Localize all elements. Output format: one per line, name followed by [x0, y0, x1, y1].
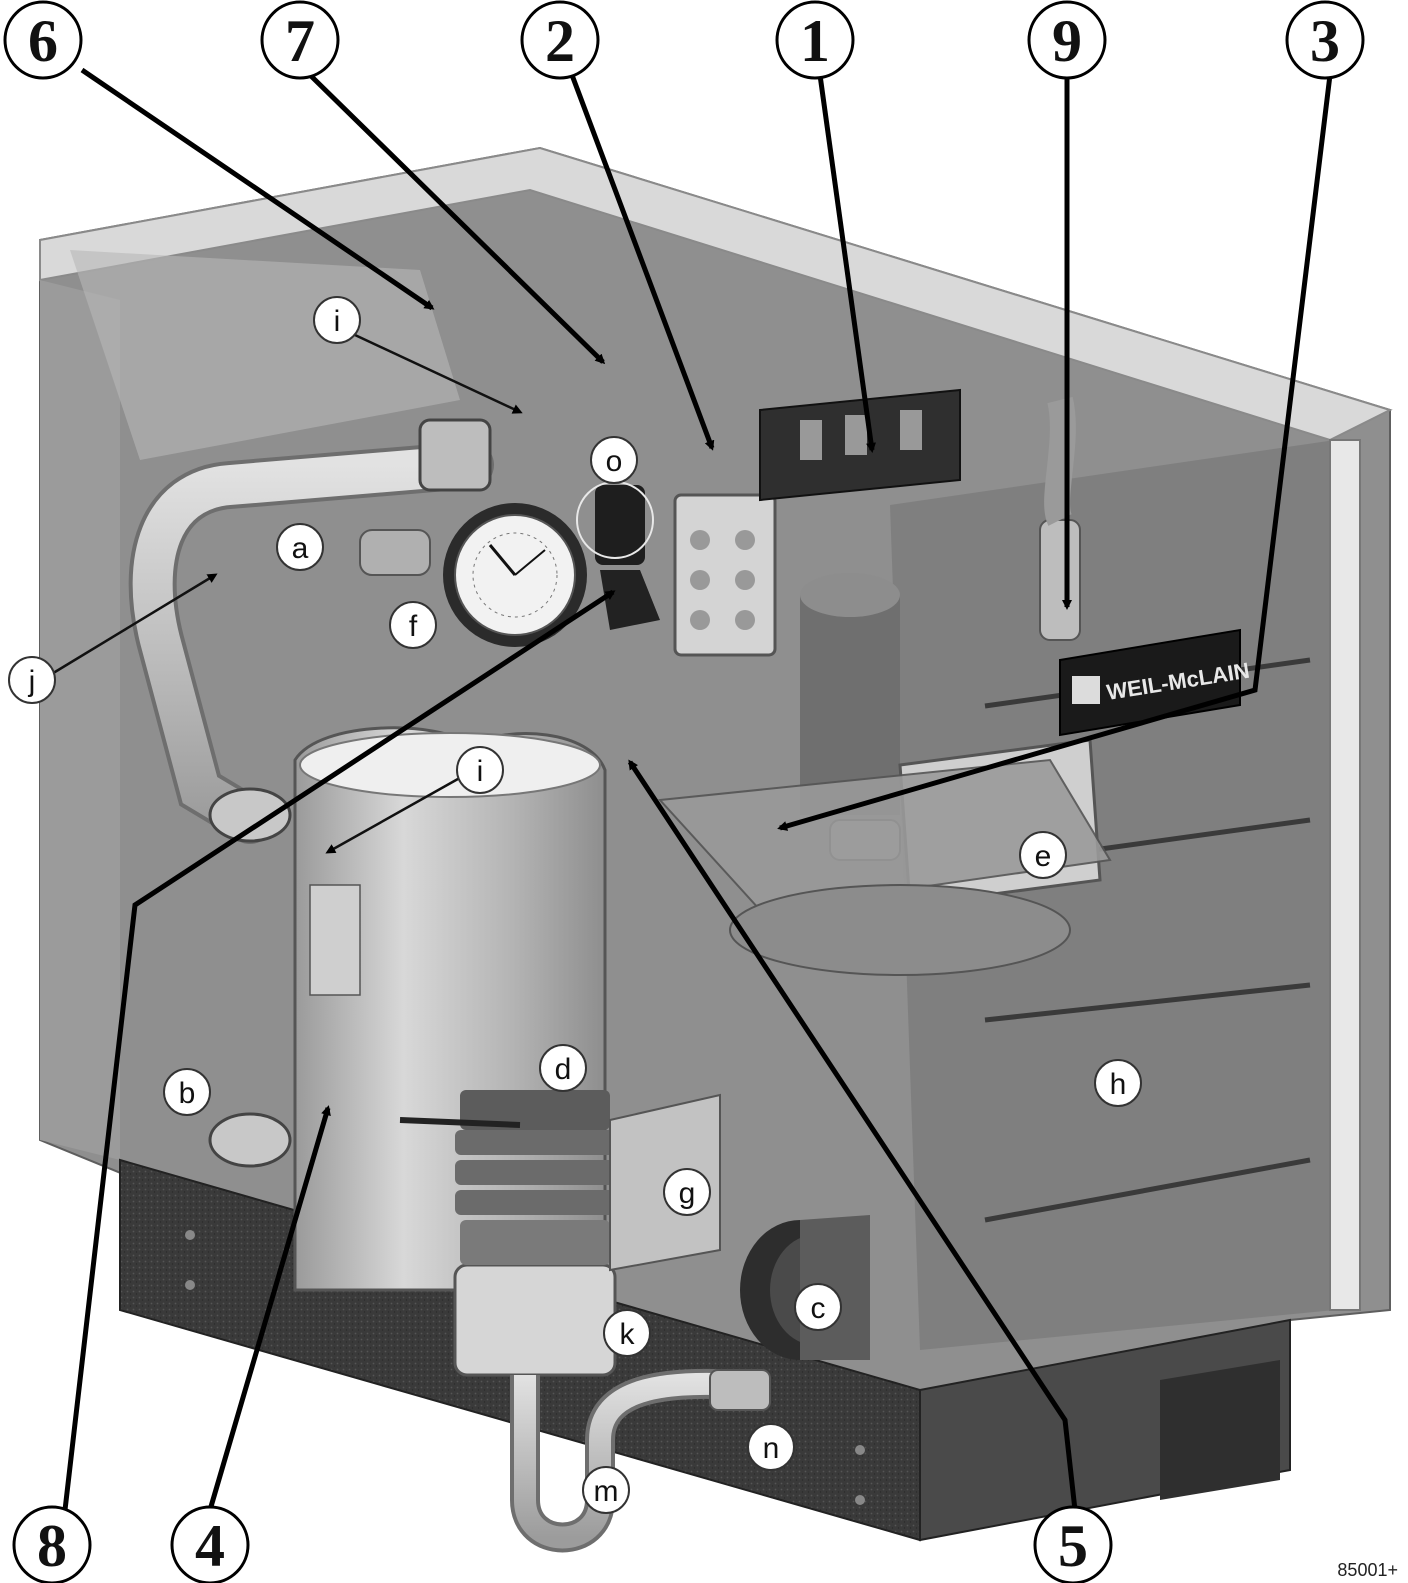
svg-text:k: k: [620, 1318, 636, 1351]
svg-text:h: h: [1110, 1068, 1127, 1101]
svg-text:a: a: [292, 532, 309, 565]
svg-text:7: 7: [285, 8, 315, 74]
callout-m: m: [582, 1466, 630, 1514]
figure-code: 85001+: [1337, 1560, 1398, 1580]
callout-6: 6: [3, 0, 83, 80]
flue-adapter: [399, 1090, 615, 1265]
callout-d: d: [539, 1044, 587, 1092]
svg-text:e: e: [1035, 840, 1052, 873]
callout-8: 8: [12, 1505, 92, 1583]
callout-i-lower: i: [456, 746, 504, 794]
pipe-flanges: [208, 418, 492, 1168]
arrow-2: [569, 74, 715, 451]
svg-text:g: g: [679, 1177, 696, 1210]
callout-h: h: [1094, 1059, 1142, 1107]
arrow-1: [817, 74, 876, 453]
svg-text:b: b: [179, 1077, 196, 1110]
svg-text:2: 2: [545, 8, 575, 74]
supply-piping: [128, 441, 494, 844]
svg-text:i: i: [477, 755, 484, 788]
pressure-temperature-gauge: [443, 503, 587, 647]
air-vent-assembly: [576, 481, 660, 630]
svg-text:1: 1: [800, 8, 830, 74]
svg-text:4: 4: [195, 1513, 225, 1579]
callout-1: 1: [775, 0, 855, 80]
callout-3: 3: [1285, 0, 1365, 80]
flow-switch: [1039, 396, 1081, 641]
callout-9: 9: [1027, 0, 1107, 80]
svg-text:o: o: [606, 445, 623, 478]
arrow-4: [207, 1105, 331, 1511]
letter-leaders: [49, 333, 523, 854]
burner-tray: [657, 758, 1112, 976]
arrow-7: [308, 73, 606, 365]
arrow-6: [80, 67, 435, 311]
control-board: [759, 388, 961, 502]
arrow-8: [62, 589, 616, 1511]
svg-text:i: i: [334, 305, 341, 338]
callout-a: a: [276, 523, 324, 571]
svg-text:m: m: [594, 1475, 619, 1508]
callout-7: 7: [260, 0, 340, 80]
callout-4: 4: [170, 1505, 250, 1583]
svg-text:3: 3: [1310, 8, 1340, 74]
callout-f: f: [389, 601, 437, 649]
arrow-5: [627, 759, 1078, 1511]
svg-text:j: j: [28, 665, 36, 698]
svg-text:5: 5: [1058, 1513, 1088, 1579]
arrow-3: [777, 74, 1333, 831]
leader-arrows: [62, 67, 1333, 1511]
svg-text:8: 8: [37, 1513, 67, 1579]
junction-box: [673, 493, 777, 657]
svg-text:9: 9: [1052, 8, 1082, 74]
numbered-callouts: 6 7 2 1 9 3 8 4 5: [3, 0, 1365, 1583]
lettered-callouts: i o a f j i e b d h g c k n m: [8, 296, 1142, 1514]
callout-k: k: [603, 1309, 651, 1357]
svg-text:6: 6: [28, 8, 58, 74]
callout-2: 2: [520, 0, 600, 80]
callout-j: j: [8, 656, 56, 704]
callout-g: g: [663, 1168, 711, 1216]
callout-b: b: [163, 1068, 211, 1116]
callout-i-top: i: [313, 296, 361, 344]
callout-n: n: [747, 1423, 795, 1471]
callout-o: o: [590, 436, 638, 484]
svg-text:d: d: [555, 1053, 572, 1086]
svg-text:n: n: [763, 1432, 780, 1465]
callout-5: 5: [1033, 1505, 1113, 1583]
callout-c: c: [794, 1283, 842, 1331]
callout-e: e: [1019, 831, 1067, 879]
condensate-fitting: [709, 1369, 771, 1411]
svg-text:f: f: [409, 610, 418, 643]
svg-text:c: c: [811, 1292, 826, 1325]
